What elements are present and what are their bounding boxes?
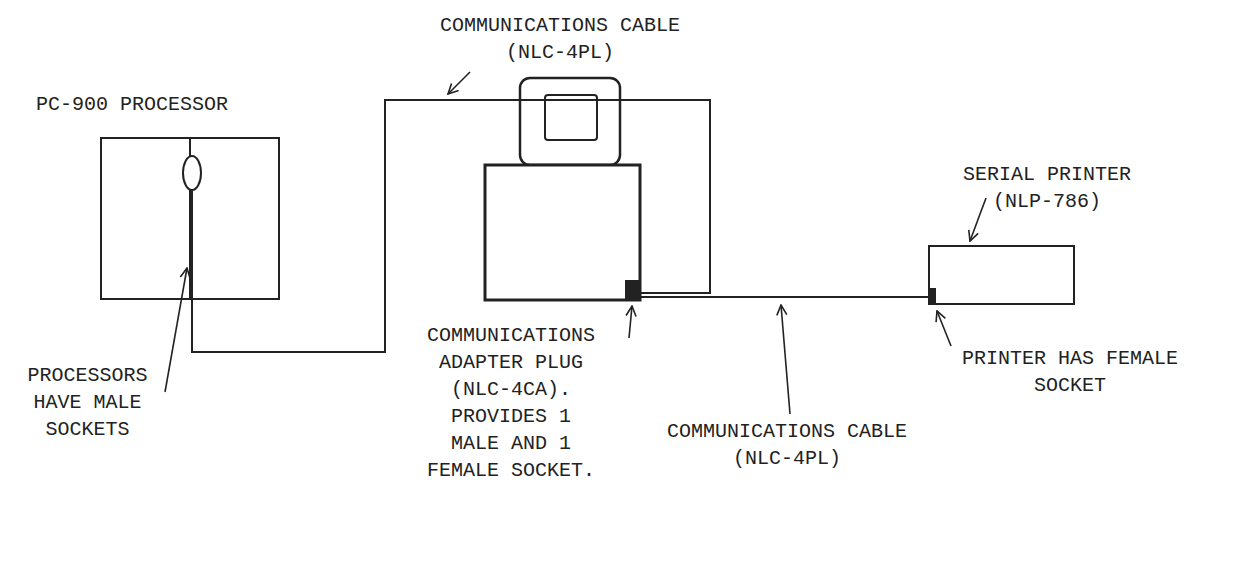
printer-box: SERIAL PRINTER (NLP-786) xyxy=(928,245,1075,305)
terminal-screen xyxy=(520,78,620,165)
cable-label: COMMUNICATIONS CABLE (NLC-4PL) xyxy=(662,418,912,472)
male-socket xyxy=(183,156,201,190)
terminal-base xyxy=(485,165,640,300)
adapter-plug xyxy=(625,280,640,300)
leader-arrow xyxy=(629,306,632,338)
communications-cable xyxy=(640,296,930,298)
node-heading: SERIAL PRINTER (NLP-786) xyxy=(957,161,1137,215)
adapter-label: COMMUNICATIONS ADAPTER PLUG (NLC-4CA). P… xyxy=(425,322,597,484)
leader-arrow xyxy=(165,268,187,392)
processor-cabinet: PC-900 PROCESSOR xyxy=(100,137,280,300)
screen-face xyxy=(545,95,597,140)
node-heading: PC-900 PROCESSOR xyxy=(27,91,237,118)
leader-arrow xyxy=(937,311,951,346)
leader-arrow xyxy=(448,72,470,94)
socket-note: PROCESSORS HAVE MALE SOCKETS xyxy=(15,362,160,443)
socket-note: PRINTER HAS FEMALE SOCKET xyxy=(950,345,1190,399)
leader-arrow xyxy=(781,305,790,414)
cable-label: COMMUNICATIONS CABLE (NLC-4PL) xyxy=(435,12,685,66)
leader-arrow xyxy=(970,198,986,241)
